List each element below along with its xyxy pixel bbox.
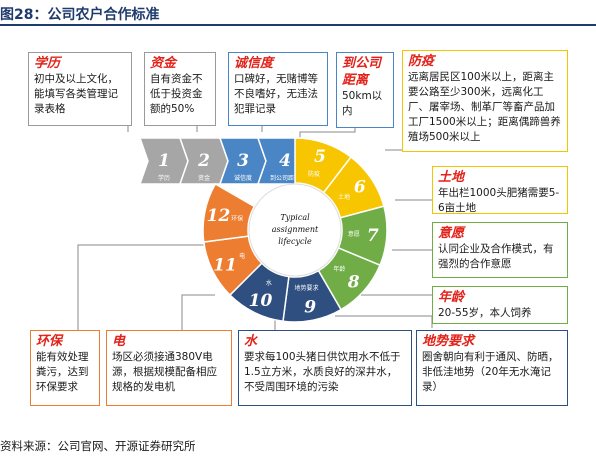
- step-number-12: 12: [207, 206, 231, 226]
- criterion-title: 电: [112, 334, 126, 349]
- criterion-distance: 到公司距离 50km以内: [336, 52, 394, 128]
- connector-electricity: [181, 294, 215, 330]
- step-number-2: 2: [197, 151, 210, 171]
- ring-segment-12: [202, 182, 256, 243]
- step-label-8: 年龄: [333, 265, 345, 273]
- criterion-title: 诚信度: [234, 56, 274, 71]
- step-number-11: 11: [213, 255, 237, 275]
- criterion-title: 地势要求: [422, 334, 475, 349]
- criterion-epidemic: 防疫 远离居民区100米以上，距离主要公路至少300米，远离化工厂、屠宰场、制革…: [402, 50, 568, 152]
- criterion-title: 年龄: [438, 290, 465, 305]
- criterion-water: 水 要求每100头猪日供饮用水不低于1.5立方米，水质良好的深井水，不受周围环境…: [238, 330, 412, 406]
- criterion-body: 年出栏1000头肥猪需要5-6亩土地: [438, 187, 560, 214]
- center-text-2: assignment: [272, 225, 319, 234]
- criterion-body: 口碑好，无赌博等不良嗜好，无违法犯罪记录: [234, 73, 318, 115]
- title-divider: [0, 24, 596, 26]
- criterion-body: 远离居民区100米以上，距离主要公路至少300米，远离化工厂、屠宰场、制革厂等畜…: [408, 71, 561, 143]
- step-label-1: 学历: [158, 174, 170, 182]
- connector-terrain: [335, 315, 433, 328]
- step-label-6: 土地: [338, 193, 350, 201]
- center-text-1: Typical: [280, 213, 310, 222]
- step-number-3: 3: [237, 151, 249, 171]
- step-number-1: 1: [158, 151, 170, 171]
- criterion-willingness: 意愿 认同企业及合作模式，有强烈的合作意愿: [432, 222, 568, 278]
- criterion-body: 场区必须接通380V电源，根据规模配备相应规格的发电机: [112, 351, 217, 393]
- criterion-environment: 环保 能有效处理粪污，达到环保要求: [30, 330, 100, 406]
- criterion-electricity: 电 场区必须接通380V电源，根据规模配备相应规格的发电机: [106, 330, 232, 406]
- criterion-land: 土地 年出栏1000头肥猪需要5-6亩土地: [432, 166, 568, 214]
- center-circle: [248, 183, 342, 277]
- step-number-6: 6: [354, 178, 366, 198]
- criterion-body: 要求每100头猪日供饮用水不低于1.5立方米，水质良好的深井水，不受周围环境的污…: [244, 351, 401, 393]
- criterion-title: 防疫: [408, 54, 435, 69]
- lifecycle-center: Typical assignment lifecycle: [248, 183, 342, 277]
- connector-distance: [299, 128, 356, 138]
- step-label-4: 到公司距离: [270, 174, 300, 182]
- step-label-2: 资金: [198, 174, 210, 182]
- step-number-9: 9: [304, 298, 316, 318]
- step-label-9: 地势要求: [295, 284, 319, 292]
- figure-title: 图28：公司农户合作标准: [0, 7, 160, 23]
- criterion-title: 意愿: [438, 226, 465, 241]
- step-label-7: 意愿: [348, 230, 360, 238]
- criterion-body: 能有效处理粪污，达到环保要求: [36, 351, 89, 393]
- criterion-body: 20-55岁，本人饲养: [438, 307, 532, 319]
- step-number-10: 10: [249, 291, 273, 311]
- criterion-title: 资金: [150, 56, 177, 71]
- criterion-title: 土地: [438, 170, 465, 185]
- step-number-5: 5: [314, 147, 326, 167]
- step-label-12: 环保: [231, 214, 243, 222]
- criterion-body: 50km以内: [342, 90, 383, 117]
- criterion-terrain: 地势要求 圈舍朝向有利于通风、防晒，非低洼地势（20年无水淹记录）: [416, 330, 568, 406]
- criterion-body: 认同企业及合作模式，有强烈的合作意愿: [438, 243, 554, 270]
- step-label-3: 诚信度: [234, 174, 252, 182]
- criterion-body: 初中及以上文化，能填写各类管理记录表格: [34, 73, 118, 115]
- criterion-title: 学历: [34, 56, 61, 71]
- source-note: 资料来源：公司官网、开源证券研究所: [0, 439, 196, 453]
- step-number-8: 8: [347, 272, 360, 292]
- criterion-education: 学历 初中及以上文化，能填写各类管理记录表格: [28, 52, 132, 126]
- center-text-3: lifecycle: [278, 237, 312, 246]
- criterion-funds: 资金 自有资金不低于投资金额的50%: [144, 52, 216, 126]
- step-label-5: 防疫: [308, 170, 320, 178]
- criterion-integrity: 诚信度 口碑好，无赌博等不良嗜好，无违法犯罪记录: [228, 52, 328, 126]
- connector-environment: [77, 244, 215, 330]
- criterion-body: 自有资金不低于投资金额的50%: [150, 73, 203, 115]
- step-label-11: 电: [239, 252, 245, 260]
- step-number-7: 7: [367, 226, 379, 246]
- criterion-body: 圈舍朝向有利于通风、防晒，非低洼地势（20年无水淹记录）: [422, 351, 559, 393]
- criterion-title: 到公司距离: [342, 56, 382, 88]
- criterion-title: 水: [244, 334, 258, 349]
- step-label-10: 水: [266, 279, 272, 287]
- criterion-title: 环保: [36, 334, 63, 349]
- criterion-age: 年龄 20-55岁，本人饲养: [432, 286, 568, 324]
- step-number-4: 4: [279, 151, 291, 171]
